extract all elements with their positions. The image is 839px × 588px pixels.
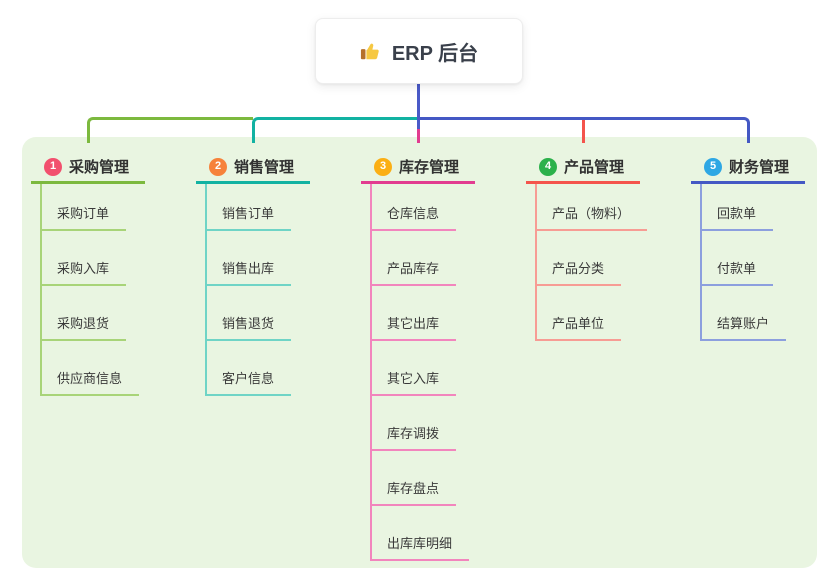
branch-title-label: 销售管理 [234,159,295,176]
badge-4-icon: 4 [539,157,557,176]
branch-vline [205,184,207,396]
branch-sales: 2 销售管理 销售订单 销售出库 销售退货 客户信息 [196,152,310,396]
child-node[interactable]: 其它出库 [370,316,457,341]
branch-sales-title[interactable]: 2 销售管理 [196,152,310,184]
child-node[interactable]: 产品分类 [535,261,622,286]
child-node[interactable]: 库存调拨 [370,426,457,451]
root-node[interactable]: ERP 后台 [315,18,523,84]
branch-purchase: 1 采购管理 采购订单 采购入库 采购退货 供应商信息 [31,152,145,396]
connector-branch-finance [417,117,750,143]
child-node[interactable]: 销售出库 [205,261,292,286]
child-node[interactable]: 销售订单 [205,206,292,231]
child-node[interactable]: 采购订单 [40,206,127,231]
connector-root-stem [417,84,420,129]
child-node[interactable]: 供应商信息 [40,371,140,396]
branch-product-title[interactable]: 4 产品管理 [526,152,640,184]
badge-3-icon: 3 [374,157,392,176]
branch-finance-title[interactable]: 5 财务管理 [691,152,805,184]
branch-product-children: 产品（物料） 产品分类 产品单位 [526,184,648,341]
child-node[interactable]: 产品（物料） [535,206,648,231]
branch-inventory: 3 库存管理 仓库信息 产品库存 其它出库 其它入库 库存调拨 库存盘点 出库库… [361,152,475,561]
branch-title-label: 库存管理 [399,159,460,176]
branches-panel [22,137,817,568]
branch-purchase-title[interactable]: 1 采购管理 [31,152,145,184]
child-node[interactable]: 付款单 [700,261,774,286]
branch-sales-children: 销售订单 销售出库 销售退货 客户信息 [196,184,310,396]
branch-vline [370,184,372,561]
connector-branch-product [582,117,585,143]
child-node[interactable]: 采购入库 [40,261,127,286]
branch-title-label: 财务管理 [729,159,790,176]
badge-1-icon: 1 [44,157,62,176]
branch-inventory-children: 仓库信息 产品库存 其它出库 其它入库 库存调拨 库存盘点 出库库明细 [361,184,475,561]
branch-title-label: 产品管理 [564,159,625,176]
child-node[interactable]: 回款单 [700,206,774,231]
child-node[interactable]: 结算账户 [700,316,787,341]
branch-vline [535,184,537,341]
branch-vline [700,184,702,341]
child-node[interactable]: 产品库存 [370,261,457,286]
badge-5-icon: 5 [704,157,722,176]
child-node[interactable]: 采购退货 [40,316,127,341]
branch-inventory-title[interactable]: 3 库存管理 [361,152,475,184]
badge-2-icon: 2 [209,157,227,176]
root-label: ERP 后台 [391,42,479,65]
thumbs-up-icon [360,40,382,62]
branch-finance: 5 财务管理 回款单 付款单 结算账户 [691,152,805,341]
child-node[interactable]: 销售退货 [205,316,292,341]
child-node[interactable]: 产品单位 [535,316,622,341]
branch-title-label: 采购管理 [69,159,130,176]
branch-finance-children: 回款单 付款单 结算账户 [691,184,805,341]
branch-product: 4 产品管理 产品（物料） 产品分类 产品单位 [526,152,648,341]
child-node[interactable]: 客户信息 [205,371,292,396]
child-node[interactable]: 出库库明细 [370,536,470,561]
child-node[interactable]: 仓库信息 [370,206,457,231]
connector-branch-sales [252,117,420,143]
branch-vline [40,184,42,396]
branch-purchase-children: 采购订单 采购入库 采购退货 供应商信息 [31,184,145,396]
child-node[interactable]: 其它入库 [370,371,457,396]
connector-branch-purchase [87,117,253,143]
child-node[interactable]: 库存盘点 [370,481,457,506]
connector-branch-inventory [417,126,420,143]
